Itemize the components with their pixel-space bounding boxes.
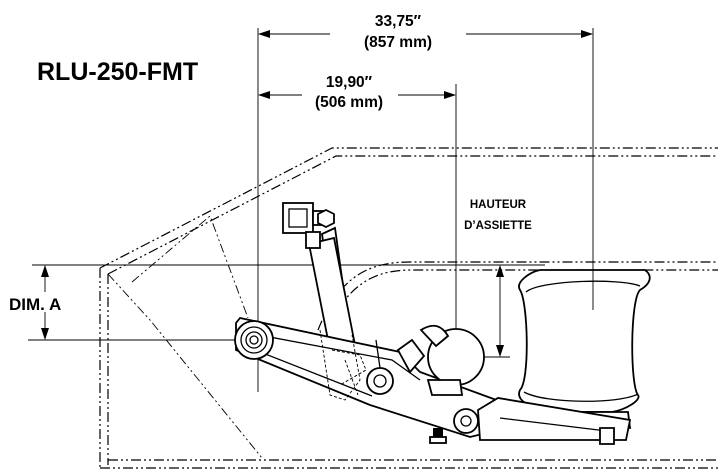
- arm-tip: [396, 338, 426, 374]
- dimension-overall: 33,75″ (857 mm): [258, 13, 593, 51]
- spring-mount: [477, 397, 632, 445]
- pivot-mm: (506 mm): [315, 94, 383, 111]
- overall-inches: 33,75″: [375, 13, 422, 30]
- pivot-inches: 19,90″: [326, 74, 373, 91]
- shock-absorber: [282, 202, 357, 352]
- ride-height-line2: D’ASSIETTE: [464, 220, 532, 232]
- dimension-a: DIM. A: [9, 265, 61, 340]
- axle-seat: [366, 324, 485, 444]
- dimension-pivot-to-axle: 19,90″ (506 mm): [258, 74, 456, 111]
- dim-a-label: DIM. A: [9, 295, 61, 314]
- model-title: RLU-250-FMT: [37, 58, 198, 86]
- ride-height-line1: HAUTEUR: [470, 199, 527, 211]
- dimension-ride-height: HAUTEUR D’ASSIETTE: [464, 199, 532, 357]
- overall-mm: (857 mm): [364, 34, 432, 51]
